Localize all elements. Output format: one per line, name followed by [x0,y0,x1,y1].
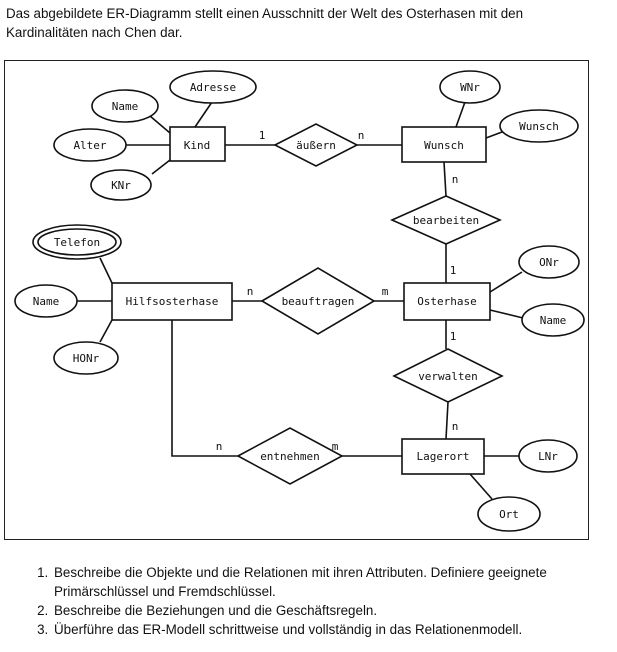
entity-lagerort-label: Lagerort [417,450,470,463]
cardinality-verwalten-lager: n [452,420,459,433]
cardinality-wunsch-bearbeiten: n [452,173,459,186]
relationship-beauftragen: beauftragen [260,267,376,335]
attribute-name-hilfs: Name [14,284,78,318]
entity-osterhase-label: Osterhase [417,295,477,308]
task-item: Beschreibe die Beziehungen und die Gesch… [52,601,617,620]
task-list: Beschreibe die Objekte und die Relatione… [22,563,617,639]
attribute-knr-label: KNr [111,179,131,192]
edge-oster-onr [489,271,523,293]
attribute-wnr-label: WNr [460,81,480,94]
relationship-beauftragen-label: beauftragen [282,295,355,308]
relationship-verwalten: verwalten [392,348,504,403]
edge-oster-name [489,309,524,319]
cardinality-labels: 1 n n 1 n m 1 n n m [216,129,459,453]
edge-wunsch-wnr [455,101,466,128]
cardinality-hilfs-entnehmen: n [216,440,223,453]
relationship-entnehmen-label: entnehmen [260,450,320,463]
edge-lager-ort [469,473,493,500]
cardinality-bearbeiten-oster: 1 [450,264,457,277]
relationship-bearbeiten: bearbeiten [390,195,502,245]
edge-wunsch-attr [485,131,503,139]
entity-lagerort: Lagerort [401,438,485,475]
attribute-onr-label: ONr [539,256,559,269]
edge-hilfs-entnehmen [171,320,238,457]
connector-lines [76,101,524,500]
attribute-lnr-label: LNr [538,450,558,463]
task-item: Beschreibe die Objekte und die Relatione… [52,563,617,601]
attribute-onr: ONr [518,245,580,279]
attribute-telefon-multivalued: Telefon [32,224,122,260]
attribute-wnr: WNr [439,70,501,104]
relationship-entnehmen: entnehmen [236,427,344,485]
entity-osterhase: Osterhase [403,282,491,321]
attribute-knr: KNr [90,169,152,201]
entity-kind: Kind [169,126,226,162]
attribute-honr-label: HONr [73,352,100,365]
attribute-wunsch: Wunsch [499,109,579,143]
entity-kind-label: Kind [184,139,211,152]
edge-hilfs-telefon [99,257,113,284]
entity-wunsch-label: Wunsch [424,139,464,152]
edge-wunsch-bearbeiten [443,161,447,197]
cardinality-entnehmen-lager: m [332,440,339,453]
attribute-name-hilfs-label: Name [33,295,60,308]
attribute-adresse-label: Adresse [190,81,236,94]
entity-wunsch: Wunsch [401,126,487,163]
attribute-lnr: LNr [518,439,578,473]
attribute-name-oster: Name [521,303,585,337]
er-diagram-frame [4,60,589,540]
relationship-aeussern: äußern [273,123,359,167]
cardinality-kind-aeussern: 1 [259,129,266,142]
edge-kind-knr [151,159,171,175]
entity-hilfsosterhase: Hilfsosterhase [111,282,233,321]
attribute-alter: Alter [53,128,127,162]
relationship-verwalten-label: verwalten [418,370,478,383]
entity-hilfsosterhase-label: Hilfsosterhase [126,295,219,308]
attribute-name-kind-label: Name [112,100,139,113]
cardinality-oster-verwalten: 1 [450,330,457,343]
intro-text: Das abgebildete ER-Diagramm stellt einen… [6,6,524,40]
edge-kind-adresse [194,101,213,128]
edge-hilfs-honr [99,319,113,343]
relationship-bearbeiten-label: bearbeiten [413,214,479,227]
attribute-name-kind: Name [91,89,159,123]
attribute-telefon-label: Telefon [54,236,100,249]
attribute-ort-label: Ort [499,508,519,521]
attribute-honr: HONr [53,341,119,375]
attribute-ort: Ort [477,496,541,532]
cardinality-beauftragen-oster: m [382,285,389,298]
edge-kind-name [149,115,171,134]
edge-verwalten-lager [445,401,449,440]
attribute-name-oster-label: Name [540,314,567,327]
attribute-alter-label: Alter [73,139,106,152]
relationship-aeussern-label: äußern [296,139,336,152]
attribute-wunsch-label: Wunsch [519,120,559,133]
cardinality-aeussern-wunsch: n [358,129,365,142]
attribute-adresse: Adresse [169,70,257,104]
cardinality-hilfs-beauftragen: n [247,285,254,298]
task-item: Überführe das ER-Modell schrittweise und… [52,620,617,639]
